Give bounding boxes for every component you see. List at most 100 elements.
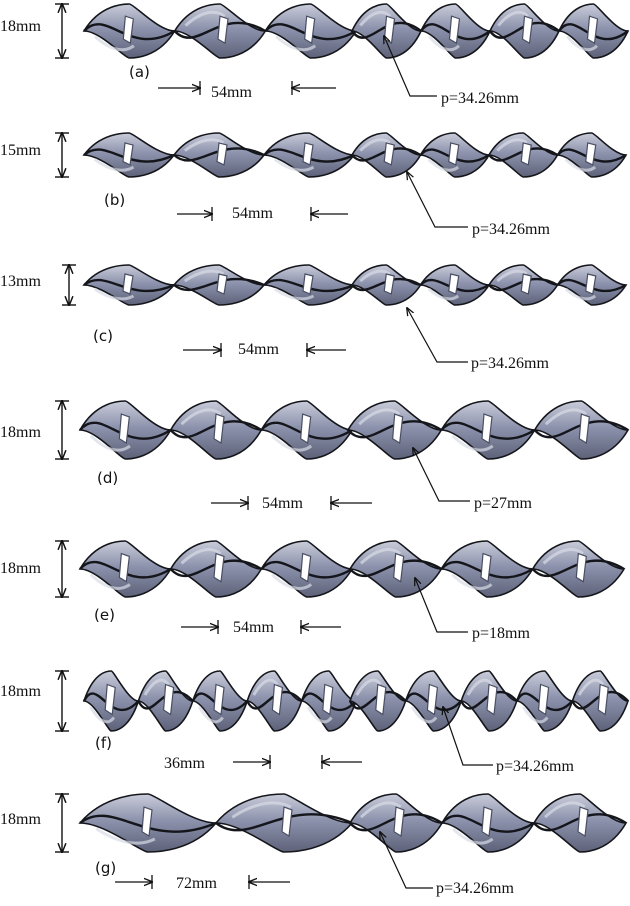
twisted-strip	[78, 540, 626, 598]
strip-window	[481, 413, 493, 445]
pitch-label: p=34.26mm	[471, 355, 549, 372]
surface-highlight	[543, 801, 586, 819]
surface-highlight	[93, 158, 135, 172]
twisted-edge	[347, 420, 442, 439]
height-dimension	[55, 4, 69, 58]
strip-window	[104, 683, 116, 716]
twisted-edge	[79, 421, 172, 440]
twisted-edge	[173, 277, 265, 292]
pitch-label: p=34.26mm	[436, 880, 514, 897]
twisted-edge	[556, 278, 627, 293]
surface-highlight	[542, 548, 584, 565]
panel-label: (b)	[104, 191, 125, 209]
surface-highlight	[358, 408, 401, 426]
pitch-leader-line	[407, 172, 468, 228]
surface-highlight	[95, 827, 156, 845]
panel-a: 18mm (a) 54mm p=34.26mm	[0, 4, 630, 107]
twisted-edge	[169, 420, 262, 439]
surface-highlight	[428, 35, 460, 52]
pitch-leader-line	[413, 448, 470, 502]
height-label: 18mm	[0, 811, 41, 828]
strip-window	[216, 142, 228, 166]
height-dimension	[55, 401, 69, 459]
twisted-edge	[79, 814, 217, 833]
twisted-strip	[82, 132, 628, 178]
surface-highlight	[355, 678, 382, 696]
strip-window	[271, 683, 284, 716]
strip-window	[597, 683, 609, 716]
height-label: 13mm	[0, 273, 41, 290]
pitch-leader-line	[384, 36, 437, 97]
width-label: 72mm	[176, 875, 217, 892]
panel-c: 13mm (c) 54mm p=34.26mm	[0, 265, 628, 372]
twisted-edge	[263, 148, 355, 163]
panel-g: 18mm (g) 72mm p=34.26mm	[0, 793, 628, 897]
strip-window	[481, 806, 493, 838]
strip-window	[213, 413, 225, 445]
strip-window	[586, 15, 599, 45]
strip-window	[300, 413, 312, 445]
panel-label: (c)	[93, 327, 113, 345]
strip-window	[383, 273, 395, 295]
surface-highlight	[198, 706, 224, 724]
surface-highlight	[183, 269, 225, 283]
twisted-edge	[349, 813, 443, 832]
width-label: 54mm	[233, 619, 274, 636]
strip-window	[520, 273, 532, 295]
width-label: 54mm	[262, 495, 303, 512]
height-label: 18mm	[0, 560, 41, 577]
twisted-edge	[531, 559, 625, 578]
surface-highlight	[497, 10, 529, 27]
twisted-strip	[78, 793, 628, 853]
strip-window	[521, 15, 534, 45]
width-dimension	[177, 207, 348, 221]
twisted-edge	[83, 148, 175, 163]
strip-window	[217, 15, 229, 45]
strip-window	[486, 683, 498, 716]
twisted-edge	[348, 690, 407, 710]
surface-highlight	[93, 35, 135, 52]
surface-highlight	[427, 158, 460, 172]
height-label: 18mm	[0, 424, 41, 441]
twisted-edge	[420, 23, 491, 41]
strip-window	[122, 15, 134, 45]
panel-f: 18mm (f) 36mm p=34.26mm	[0, 671, 630, 775]
pitch-leader	[407, 172, 468, 228]
twisted-edge	[440, 560, 534, 579]
strip-window	[393, 806, 405, 838]
twisted-edge	[215, 813, 353, 832]
twisted-edge	[264, 23, 357, 41]
strip-window	[302, 142, 314, 166]
height-dimension	[55, 671, 69, 731]
surface-highlight	[180, 408, 222, 426]
surface-highlight	[231, 801, 292, 819]
width-dimension	[183, 343, 346, 357]
twisted-edge	[169, 559, 262, 578]
pitch-leader	[413, 448, 470, 502]
strip-window	[577, 806, 589, 838]
pitch-leader-line	[407, 308, 468, 363]
pitch-leader-line	[415, 578, 468, 633]
panel-label: (a)	[129, 63, 150, 81]
surface-highlight	[93, 287, 135, 301]
height-dimension	[55, 794, 69, 852]
surface-highlight	[451, 827, 494, 845]
surface-highlight	[271, 434, 313, 452]
surface-highlight	[359, 269, 391, 283]
strip-window	[520, 142, 532, 166]
width-dimension	[181, 620, 341, 634]
twisted-edge	[419, 278, 490, 293]
pitch-label: p=34.26mm	[496, 758, 574, 775]
twisted-edge	[460, 690, 518, 710]
surface-highlight	[273, 158, 315, 172]
strip-window	[448, 142, 460, 166]
twisted-edge	[173, 21, 266, 39]
surface-highlight	[427, 287, 460, 301]
surface-highlight	[359, 138, 391, 152]
pitch-leader	[443, 707, 493, 766]
surface-highlight	[271, 573, 313, 590]
strip-window	[281, 806, 293, 838]
surface-highlight	[564, 287, 597, 301]
strip-window	[122, 142, 134, 166]
